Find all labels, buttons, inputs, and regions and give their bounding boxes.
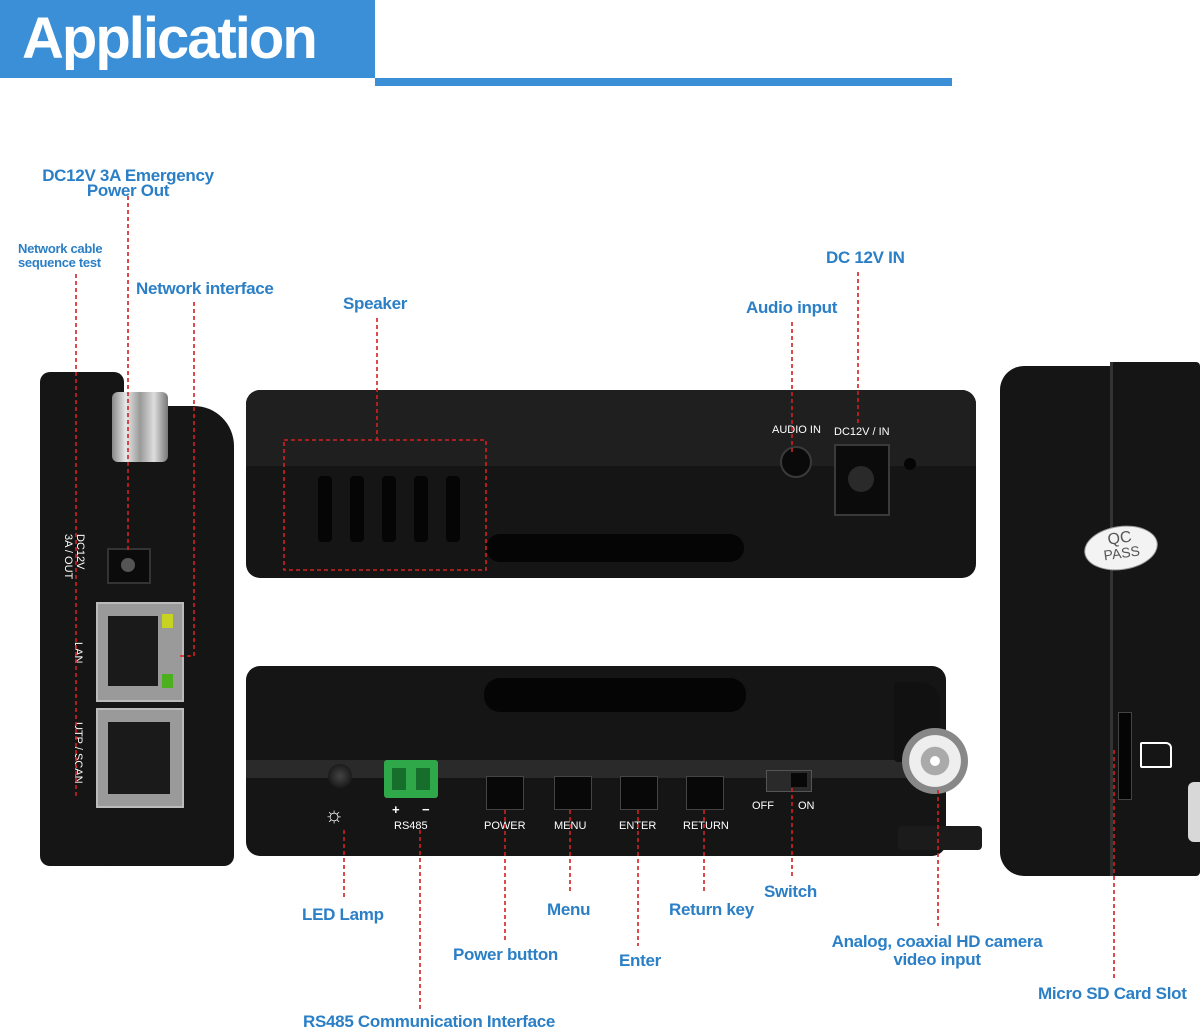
device-right-side: QC PASS bbox=[1000, 362, 1200, 876]
screen-slot-front bbox=[484, 678, 746, 712]
micro-sd-slot bbox=[1118, 712, 1132, 800]
header-banner bbox=[0, 0, 375, 78]
menu-button[interactable] bbox=[554, 776, 592, 810]
device-front-view: ☼ + − RS485 POWER MENU ENTER RETURN OFF … bbox=[246, 666, 986, 856]
label-network-interface: Network interface bbox=[136, 279, 274, 298]
switch-off-print: OFF bbox=[752, 800, 774, 812]
sd-card-icon bbox=[1140, 742, 1172, 768]
return-button[interactable] bbox=[686, 776, 724, 810]
label-speaker: Speaker bbox=[343, 294, 408, 313]
label-micro-sd: Micro SD Card Slot bbox=[1038, 984, 1187, 1003]
label-return-key: Return key bbox=[669, 900, 754, 919]
return-print: RETURN bbox=[683, 820, 729, 832]
label-led-lamp: LED Lamp bbox=[302, 905, 384, 924]
label-menu: Menu bbox=[547, 900, 591, 919]
audio-in-print: AUDIO IN bbox=[772, 424, 821, 436]
switch-on-print: ON bbox=[798, 800, 815, 812]
utp-scan-port bbox=[96, 708, 184, 808]
page-title: Application bbox=[22, 6, 318, 71]
lan-port bbox=[96, 602, 184, 702]
bnc-front bbox=[902, 728, 968, 794]
power-switch[interactable] bbox=[766, 770, 812, 792]
label-switch: Switch bbox=[764, 882, 817, 901]
dc-in-print: DC12V / IN bbox=[834, 426, 890, 438]
power-button[interactable] bbox=[486, 776, 524, 810]
led-lamp bbox=[328, 764, 352, 788]
label-dc-in: DC 12V IN bbox=[826, 248, 905, 267]
label-enter: Enter bbox=[619, 951, 661, 970]
label-rs485-interface: RS485 Communication Interface bbox=[303, 1012, 556, 1031]
rs485-print: RS485 bbox=[394, 820, 428, 832]
device-top-view: AUDIO IN DC12V / IN bbox=[246, 390, 976, 578]
speaker-grille bbox=[318, 476, 460, 546]
label-power-button: Power button bbox=[453, 945, 558, 964]
bnc-connector bbox=[112, 392, 168, 462]
label-audio-input: Audio input bbox=[746, 298, 838, 317]
audio-in-jack bbox=[780, 446, 812, 478]
header-underline bbox=[375, 78, 952, 86]
enter-button[interactable] bbox=[620, 776, 658, 810]
rs485-terminal bbox=[384, 760, 438, 798]
dc-in-jack bbox=[834, 444, 890, 516]
screen-slot bbox=[486, 534, 744, 562]
bulb-icon: ☼ bbox=[324, 802, 345, 827]
dc-out-jack bbox=[107, 548, 151, 584]
